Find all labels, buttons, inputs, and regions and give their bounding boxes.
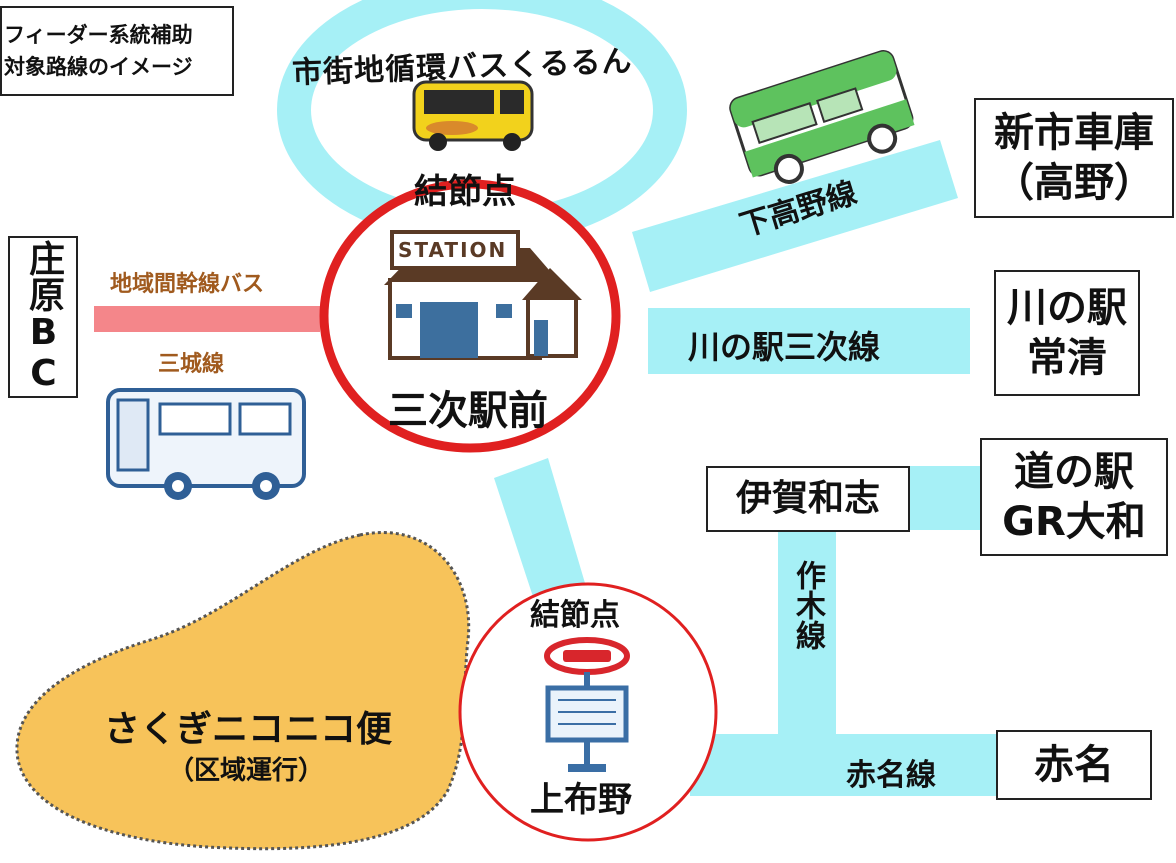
dest-shinichi-line-2: （高野） <box>994 160 1154 206</box>
route-band-shimotakano <box>632 140 958 292</box>
hub-tag-miyoshi: 結節点 <box>414 172 516 212</box>
dest-michinoeki-line-2: GR大和 <box>1002 499 1146 545</box>
dest-shobara-bc: 庄原BC <box>8 236 78 398</box>
bus-stop-icon <box>544 637 630 772</box>
hub-name-kamifuno: 上布野 <box>530 780 632 820</box>
blue-bus-icon <box>106 388 306 500</box>
loop-bus-icon <box>412 80 534 151</box>
dest-akana: 赤名 <box>996 730 1152 800</box>
route-label-kawanoeki: 川の駅三次線 <box>688 328 881 366</box>
route-band-sakugi <box>778 530 836 770</box>
route-label-akana: 赤名線 <box>846 758 936 793</box>
dest-michinoeki-line-1: 道の駅 <box>1013 449 1134 495</box>
dest-kawanoeki-line-1: 川の駅 <box>1007 285 1127 331</box>
station-sign: STATION <box>398 238 508 262</box>
dest-shinichi-line-1: 新市車庫 <box>994 110 1154 156</box>
dest-shinichi-shako: 新市車庫 （高野） <box>974 98 1174 218</box>
dest-michinoeki-gr-yamato: 道の駅 GR大和 <box>980 438 1168 556</box>
route-label-mikiwa: 三城線 <box>158 352 225 377</box>
zone-note: （区域運行） <box>168 756 325 786</box>
legend-line-2: 対象路線のイメージ <box>4 55 193 79</box>
route-band-chiiki-kansen <box>94 306 320 332</box>
route-band-kawanoeki <box>648 308 970 374</box>
green-bus-icon <box>729 50 915 184</box>
route-label-sakugi: 作木線 <box>790 560 825 650</box>
dest-kawanoeki-line-2: 常清 <box>1027 335 1107 381</box>
sakugi-zone-area <box>15 531 471 851</box>
hub-name-miyoshi: 三次駅前 <box>388 388 548 434</box>
zone-name: さくぎニコニコ便 <box>104 709 393 750</box>
route-band-to-kamifuno <box>494 458 590 612</box>
route-band-akana <box>690 734 996 796</box>
legend-box: フィーダー系統補助 対象路線のイメージ <box>0 6 234 96</box>
route-band-iga-michinoeki <box>908 466 980 530</box>
dest-kawanoeki-tsunesei: 川の駅 常清 <box>994 270 1140 396</box>
dest-igawashi: 伊賀和志 <box>706 466 910 532</box>
legend-line-1: フィーダー系統補助 <box>4 23 193 47</box>
route-label-chiiki-kansen: 地域間幹線バス <box>110 272 265 297</box>
hub-tag-kamifuno: 結節点 <box>530 598 620 633</box>
station-icon <box>384 230 582 360</box>
